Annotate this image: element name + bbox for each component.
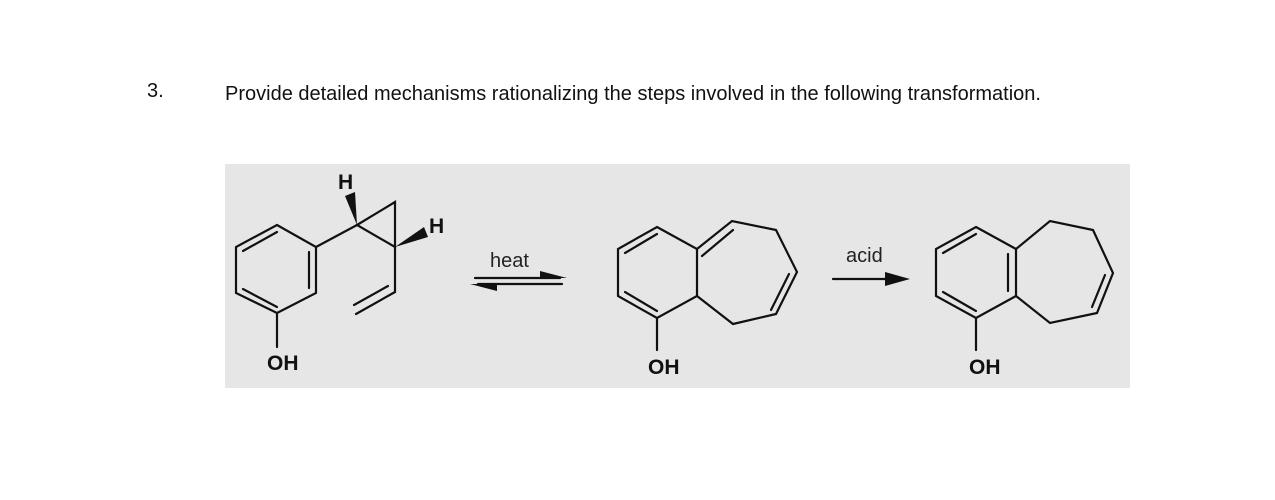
starting-material: H H OH (234, 171, 444, 375)
forward-arrow: acid (831, 245, 910, 286)
wedge-bond (345, 192, 357, 225)
oh-label: OH (267, 352, 299, 375)
intermediate: OH (616, 219, 799, 379)
wedge-bond (395, 227, 428, 247)
condition-acid: acid (846, 245, 883, 267)
question-number: 3. (147, 80, 164, 102)
oh-label: OH (648, 356, 680, 379)
h-label: H (338, 171, 353, 194)
oh-label: OH (969, 356, 1001, 379)
product: OH (934, 219, 1115, 379)
equilibrium-arrow: heat (470, 250, 567, 291)
condition-heat: heat (490, 250, 529, 272)
h-label: H (429, 215, 444, 238)
question-text: Provide detailed mechanisms rationalizin… (225, 83, 1041, 105)
scheme-background (225, 164, 1130, 388)
